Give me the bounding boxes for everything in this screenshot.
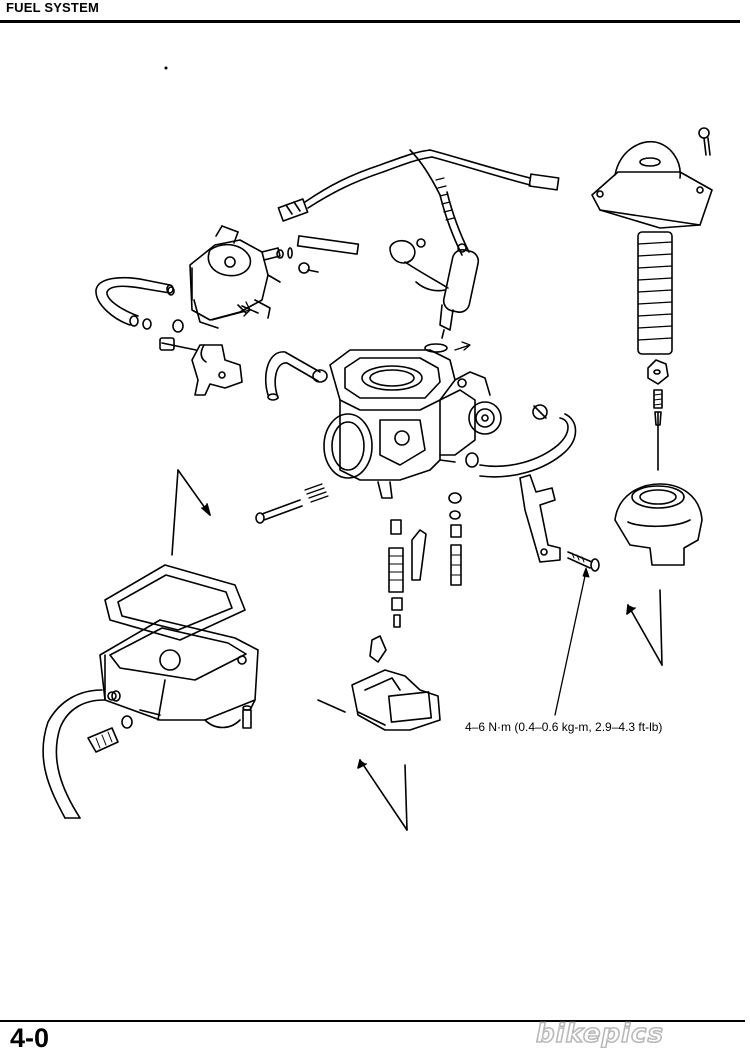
hose-straight — [298, 236, 359, 254]
jet-needle — [655, 412, 661, 470]
torque-specification: 4–6 N·m (0.4–0.6 kg-m, 2.9–4.3 ft-lb) — [465, 720, 663, 734]
stray-dot — [164, 66, 168, 70]
mounting-bracket — [160, 338, 242, 395]
assembly-arrow — [627, 590, 662, 665]
cable-bracket — [520, 475, 560, 562]
vacuum-piston — [615, 484, 702, 565]
watermark-text: bikepics — [536, 1019, 664, 1048]
needle-holder — [648, 360, 668, 384]
drain-hose — [43, 690, 104, 818]
float-chamber-screw — [243, 706, 251, 728]
main-jet — [449, 493, 461, 585]
o-ring — [173, 320, 183, 332]
air-hose — [266, 352, 320, 400]
assembly-arrow — [358, 760, 407, 830]
assembly-arrow — [212, 302, 250, 320]
torque-leader-line — [555, 576, 585, 715]
slow-jet — [412, 530, 426, 580]
fuel-hose — [480, 405, 576, 477]
vacuum-hose — [96, 278, 173, 326]
header-rule — [0, 20, 740, 23]
o-ring — [277, 250, 283, 258]
wire-connector — [278, 199, 307, 221]
washer — [288, 248, 292, 258]
bracket-screw — [568, 552, 599, 571]
wire-harness — [278, 150, 558, 338]
pilot-jet — [389, 520, 403, 627]
hose-clip — [466, 453, 478, 467]
o-ring — [122, 716, 132, 728]
drain-screw — [88, 728, 118, 752]
torque-leader-arrow — [583, 568, 589, 577]
page-number: 4-0 — [10, 1023, 50, 1053]
hose-clip — [313, 370, 327, 382]
float — [352, 670, 440, 730]
solenoid-valve — [440, 244, 480, 338]
float-chamber — [100, 620, 258, 728]
jet-needle-spring — [654, 390, 662, 408]
o-ring — [143, 319, 151, 329]
bikepics-watermark-logo: bikepics — [535, 1018, 664, 1048]
throttle-stop-screw — [256, 484, 328, 523]
o-ring — [168, 287, 174, 295]
hose-clip — [112, 691, 120, 701]
footer-rule — [0, 1020, 745, 1022]
piston-spring — [638, 232, 672, 354]
air-cutoff-valve — [190, 226, 280, 328]
hose-clamp — [390, 239, 448, 291]
float-chamber-gasket — [105, 565, 245, 640]
top-cover — [592, 142, 712, 228]
assembly-arrow — [172, 470, 210, 555]
top-cover-screw — [699, 128, 710, 155]
carburetor-body — [324, 342, 501, 498]
section-title: FUEL SYSTEM — [6, 0, 99, 15]
float-pin — [318, 700, 345, 712]
screw-small — [299, 263, 318, 273]
float-valve — [370, 636, 386, 662]
